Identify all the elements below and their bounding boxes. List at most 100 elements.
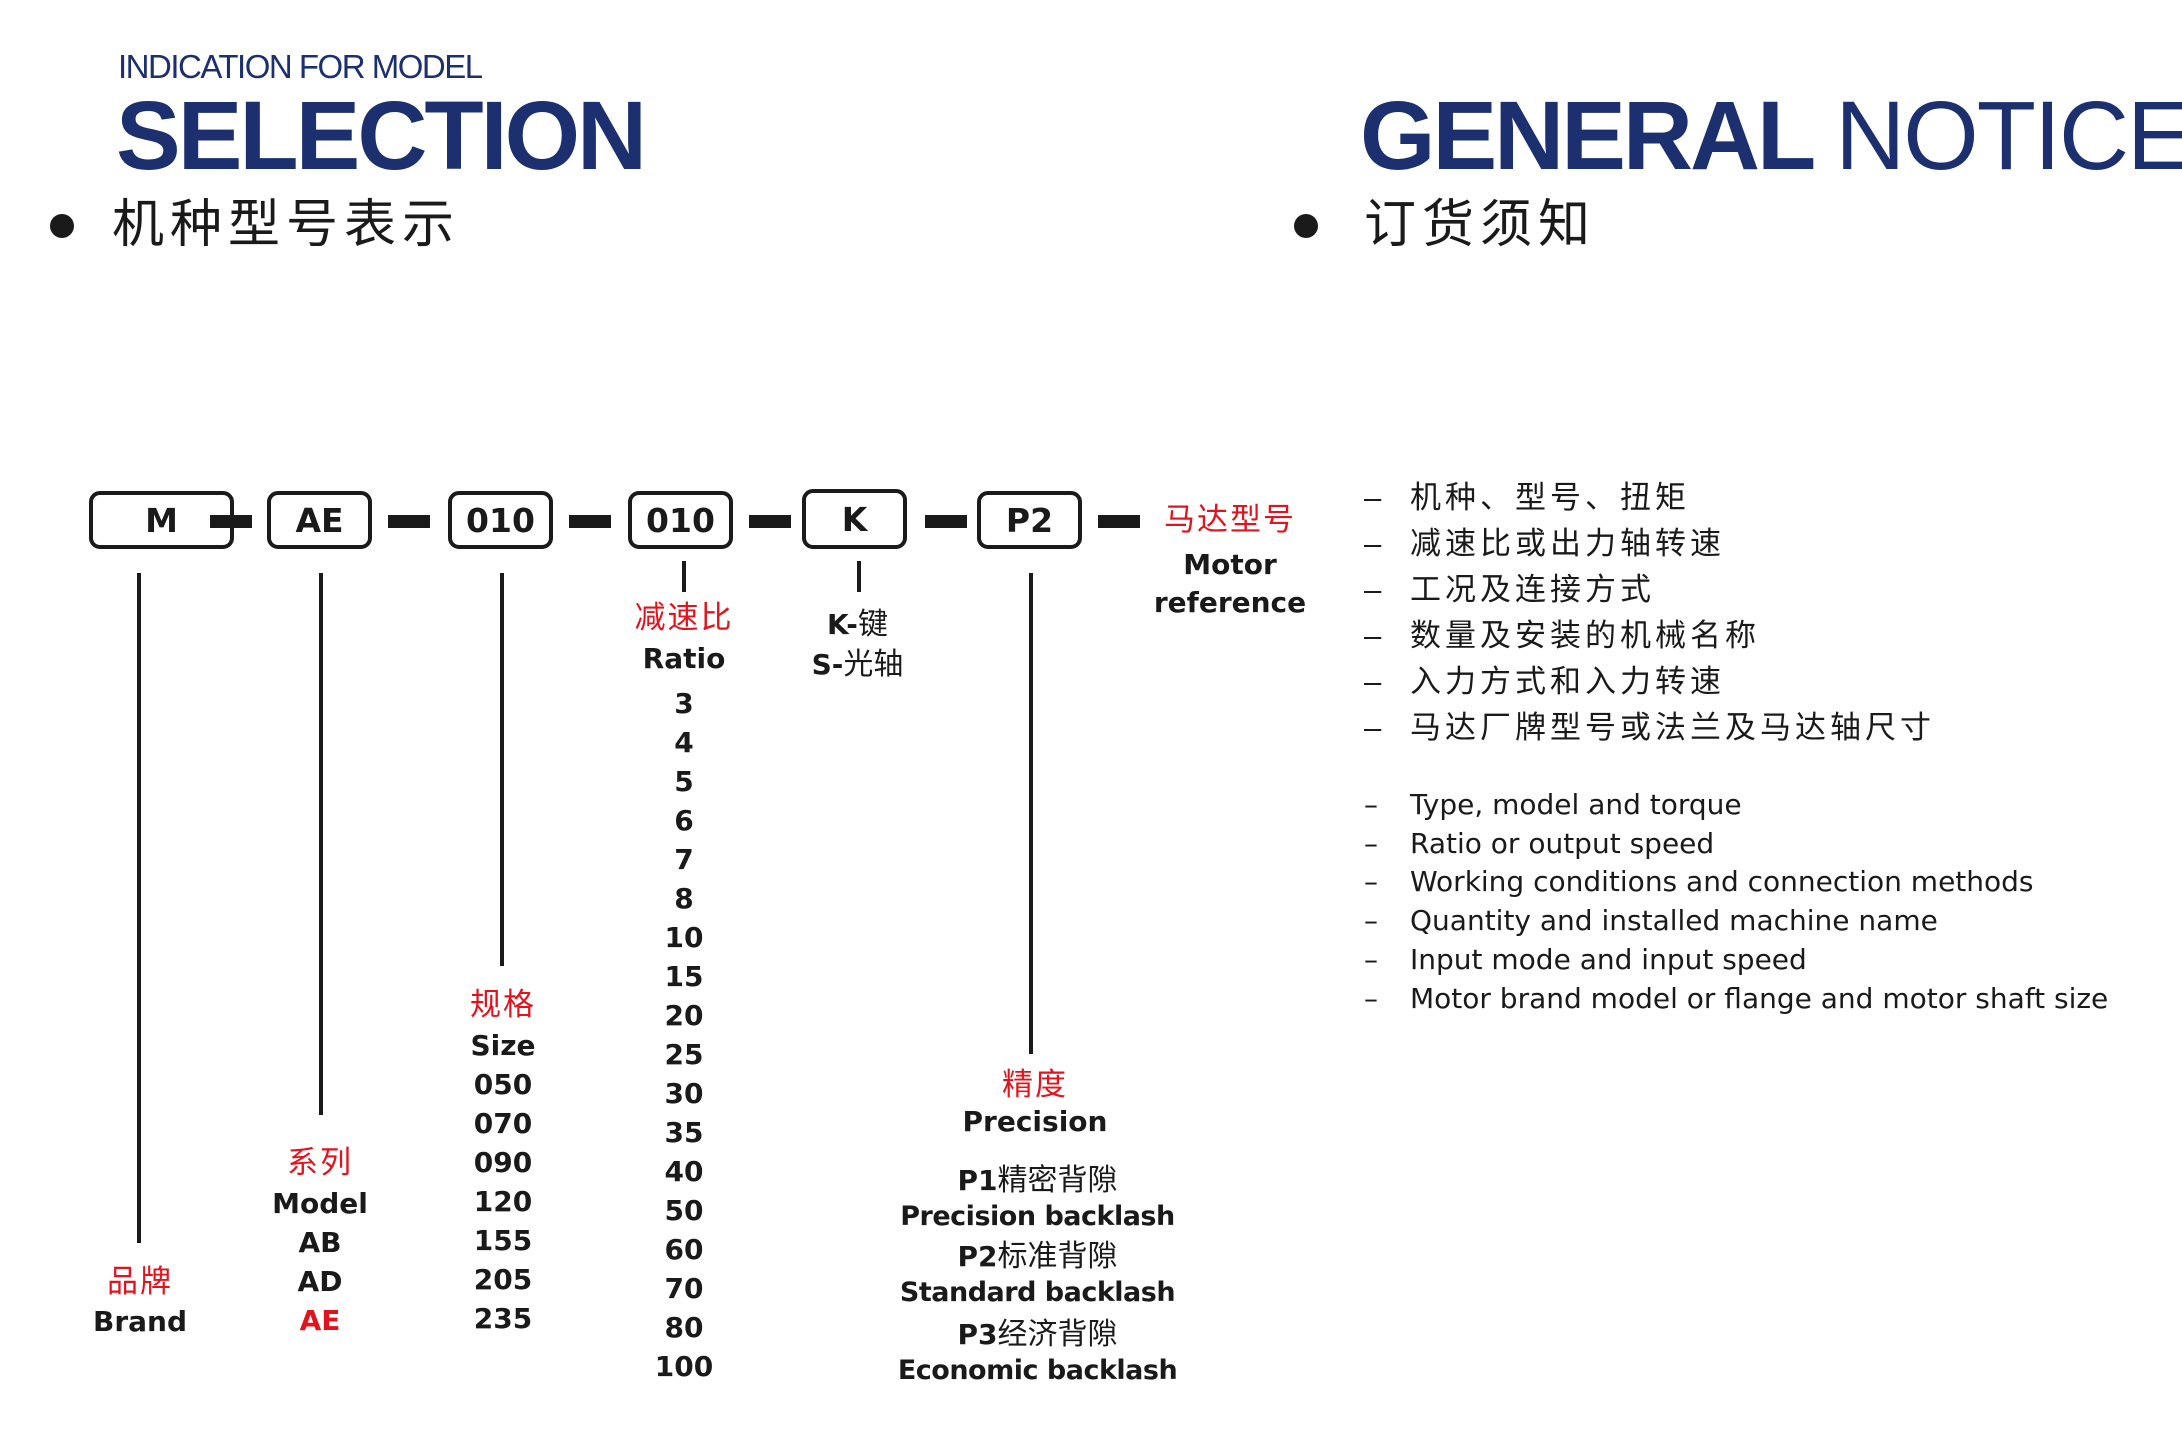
list-item: –工况及连接方式 bbox=[1364, 567, 1935, 613]
model-label-en: Model bbox=[272, 1187, 368, 1220]
ratio-option: 15 bbox=[664, 960, 704, 993]
size-option: 050 bbox=[473, 1068, 533, 1101]
size-label-en: Size bbox=[470, 1029, 536, 1062]
dash-marker: – bbox=[1364, 526, 1386, 561]
list-item: –数量及安装的机械名称 bbox=[1364, 613, 1935, 659]
precision-en: Precision backlash bbox=[900, 1201, 1175, 1232]
code-box-precision: P2 bbox=[977, 491, 1082, 549]
ratio-option: 8 bbox=[674, 882, 694, 915]
size-options: 050 070 090 120 155 205 235 bbox=[433, 1065, 573, 1338]
ratio-label-zh: 减速比 bbox=[634, 600, 734, 636]
motor-reference-zh: 马达型号 bbox=[1164, 502, 1296, 538]
precision-code: P2 bbox=[957, 1240, 998, 1273]
dash-marker: – bbox=[1364, 572, 1386, 607]
list-item: –Quantity and installed machine name bbox=[1364, 902, 2108, 941]
ratio-option: 60 bbox=[664, 1233, 704, 1266]
size-option: 070 bbox=[473, 1107, 533, 1140]
connector-line-precision bbox=[1029, 573, 1033, 1054]
notice-text: Type, model and torque bbox=[1410, 788, 1742, 821]
size-option: 120 bbox=[473, 1185, 533, 1218]
precision-option-p1: P1精密背隙 Precision backlash bbox=[895, 1162, 1180, 1234]
shaft-k-zh: 键 bbox=[857, 607, 888, 642]
connector-line-model bbox=[319, 573, 323, 1115]
precision-label-zh: 精度 bbox=[1002, 1067, 1068, 1103]
ratio-option: 40 bbox=[664, 1155, 704, 1188]
list-item: –机种、型号、扭矩 bbox=[1364, 475, 1935, 521]
separator-dash bbox=[1098, 515, 1140, 528]
ratio-option: 4 bbox=[674, 726, 694, 759]
shaft-option-smooth: S-光轴 bbox=[780, 645, 935, 685]
ratio-option: 70 bbox=[664, 1272, 704, 1305]
dash-marker: – bbox=[1364, 664, 1386, 699]
shaft-code-k: K- bbox=[827, 608, 858, 641]
connector-line-brand bbox=[137, 573, 141, 1243]
notice-text: Working conditions and connection method… bbox=[1410, 865, 2034, 899]
ratio-label-en: Ratio bbox=[642, 642, 726, 675]
separator-dash bbox=[210, 515, 252, 528]
separator-dash bbox=[569, 515, 611, 528]
title-light: NOTICES bbox=[1835, 81, 2182, 190]
list-item: –Input mode and input speed bbox=[1364, 941, 2108, 980]
ratio-option: 80 bbox=[664, 1311, 704, 1344]
list-item: –Working conditions and connection metho… bbox=[1364, 863, 2108, 902]
ratio-option: 50 bbox=[664, 1194, 704, 1227]
section-title-zh: 机种型号表示 bbox=[112, 196, 461, 254]
ratio-option: 3 bbox=[674, 687, 694, 720]
notice-text: 马达厂牌型号或法兰及马达轴尺寸 bbox=[1410, 710, 1935, 745]
shaft-s-zh: 光轴 bbox=[843, 647, 904, 682]
model-option: AB bbox=[298, 1226, 342, 1259]
list-item: –减速比或出力轴转速 bbox=[1364, 521, 1935, 567]
connector-line-size bbox=[500, 573, 504, 966]
notice-text: Ratio or output speed bbox=[1410, 826, 1715, 860]
ratio-options: 3 4 5 6 7 8 10 15 20 25 30 35 40 50 60 7… bbox=[614, 684, 754, 1386]
ratio-option: 6 bbox=[674, 804, 694, 837]
list-item: –Motor brand model or flange and motor s… bbox=[1364, 980, 2108, 1019]
model-options: AB AD AE bbox=[250, 1223, 390, 1340]
notice-text: 减速比或出力轴转速 bbox=[1410, 526, 1725, 561]
list-item: –马达厂牌型号或法兰及马达轴尺寸 bbox=[1364, 705, 1935, 751]
code-box-ratio: 010 bbox=[628, 491, 733, 549]
bullet-dot bbox=[1294, 214, 1318, 238]
model-label-zh: 系列 bbox=[287, 1145, 353, 1181]
precision-zh: 精密背隙 bbox=[997, 1164, 1118, 1197]
code-box-brand: M bbox=[89, 491, 234, 549]
page-title-general-notices: GENERALNOTICES bbox=[1360, 86, 2182, 186]
dash-marker: – bbox=[1364, 480, 1386, 515]
size-option: 205 bbox=[473, 1263, 533, 1296]
shaft-code-s: S- bbox=[811, 648, 844, 681]
notice-text: 机种、型号、扭矩 bbox=[1410, 480, 1690, 515]
ratio-option: 20 bbox=[664, 999, 704, 1032]
title-bold: GENERAL bbox=[1360, 81, 1816, 190]
size-label-zh: 规格 bbox=[470, 987, 536, 1023]
dash-marker: – bbox=[1364, 904, 1378, 938]
code-box-model: AE bbox=[267, 491, 372, 549]
size-option: 155 bbox=[473, 1224, 533, 1257]
precision-option-p2: P2标准背隙 Standard backlash bbox=[895, 1238, 1180, 1310]
dash-marker: – bbox=[1364, 981, 1378, 1015]
dash-marker: – bbox=[1364, 788, 1378, 821]
precision-code: P1 bbox=[957, 1164, 998, 1197]
precision-option-p3: P3经济背隙 Economic backlash bbox=[895, 1316, 1180, 1388]
model-option: AD bbox=[297, 1265, 343, 1298]
bullet-dot bbox=[50, 214, 74, 238]
ratio-option: 5 bbox=[674, 765, 694, 798]
dash-marker: – bbox=[1364, 710, 1386, 745]
connector-line-shaft bbox=[857, 561, 861, 592]
list-item: –Ratio or output speed bbox=[1364, 825, 2108, 864]
ratio-option: 25 bbox=[664, 1038, 704, 1071]
notices-list-zh: –机种、型号、扭矩 –减速比或出力轴转速 –工况及连接方式 –数量及安装的机械名… bbox=[1364, 475, 1935, 751]
list-item: –Type, model and torque bbox=[1364, 786, 2108, 825]
dash-marker: – bbox=[1364, 826, 1378, 860]
precision-zh: 经济背隙 bbox=[997, 1318, 1118, 1351]
notice-text: 数量及安装的机械名称 bbox=[1410, 618, 1760, 653]
notice-text: 工况及连接方式 bbox=[1410, 572, 1655, 607]
brand-label-zh: 品牌 bbox=[107, 1264, 173, 1300]
notice-text: Input mode and input speed bbox=[1410, 942, 1807, 976]
ratio-option: 30 bbox=[664, 1077, 704, 1110]
notice-text: Motor brand model or flange and motor sh… bbox=[1410, 981, 2109, 1015]
model-option-selected: AE bbox=[299, 1304, 341, 1337]
connector-line-ratio bbox=[682, 561, 686, 592]
dash-marker: – bbox=[1364, 865, 1378, 899]
precision-code: P3 bbox=[957, 1318, 998, 1351]
precision-en: Standard backlash bbox=[899, 1277, 1176, 1308]
